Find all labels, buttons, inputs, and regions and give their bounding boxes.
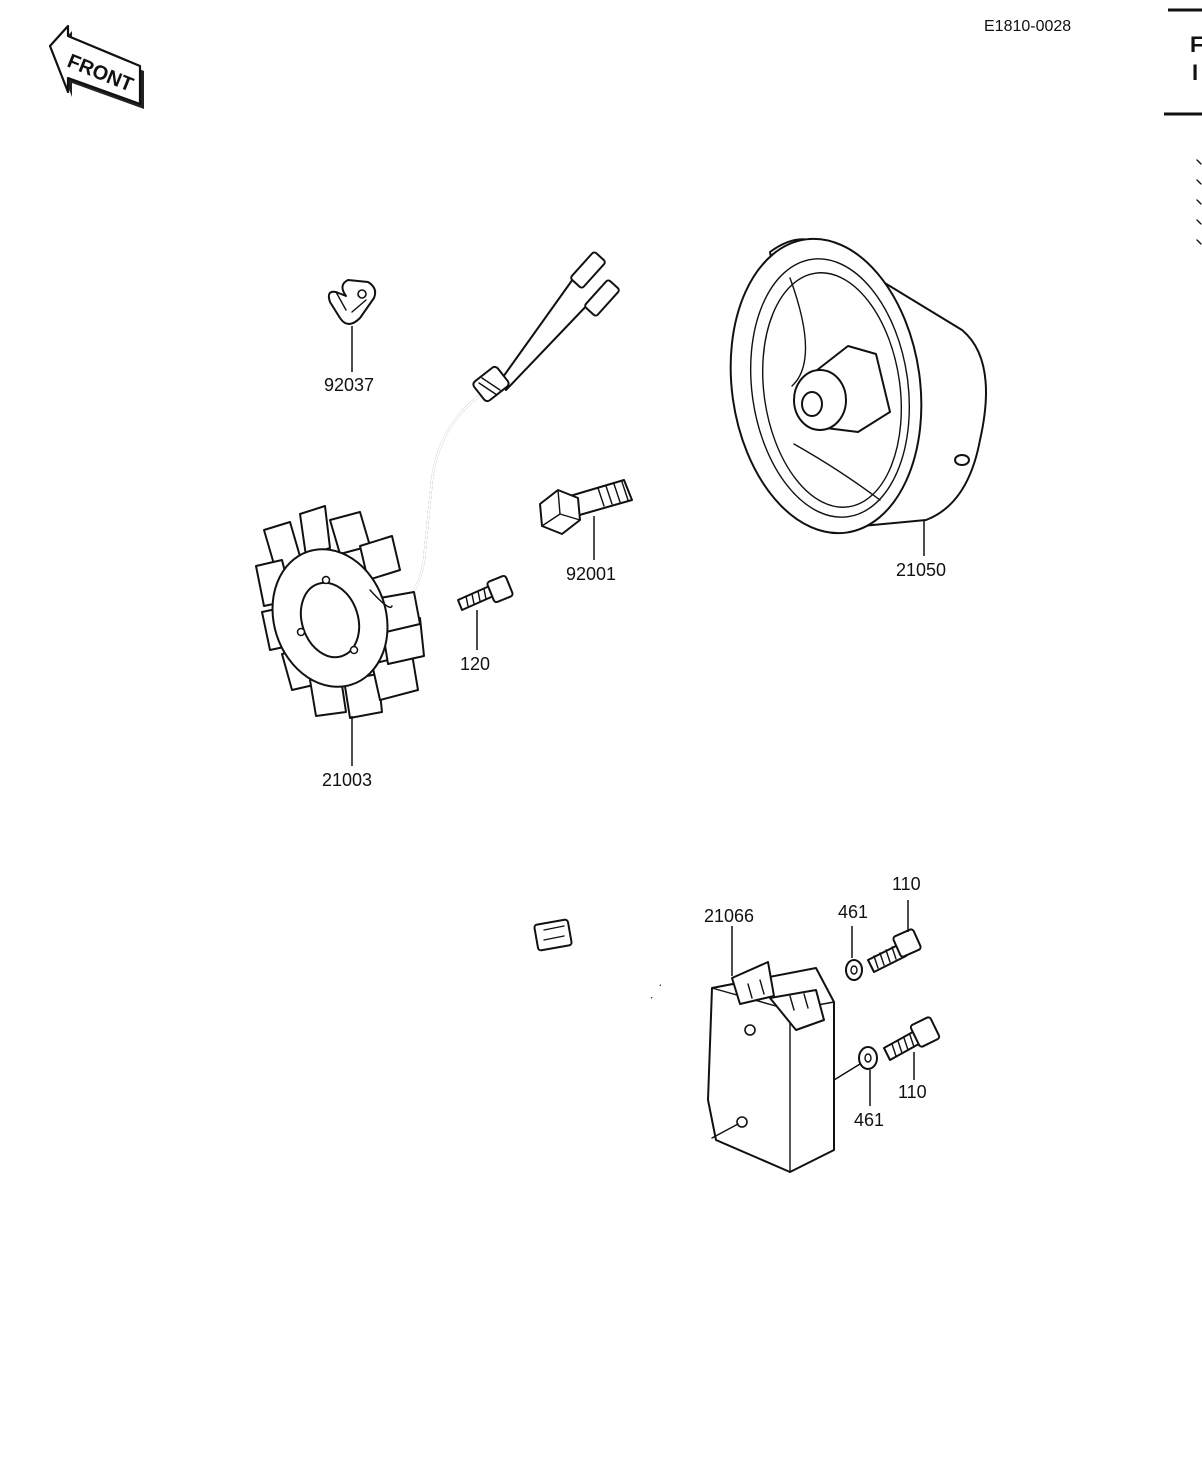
- label-110-lower: 110: [898, 1082, 927, 1102]
- label-21066: 21066: [704, 906, 754, 926]
- regulator-part: [533, 918, 835, 1173]
- stator-wiring: [397, 251, 620, 607]
- label-120: 120: [460, 654, 490, 674]
- label-461-upper: 461: [838, 902, 868, 922]
- label-21003: 21003: [322, 770, 372, 790]
- bolt-lower-part: [883, 1016, 941, 1061]
- label-92037: 92037: [324, 375, 374, 395]
- label-110-upper: 110: [892, 874, 921, 894]
- flywheel-part: [729, 237, 987, 535]
- bolt-upper-part: [867, 928, 922, 973]
- right-edge-marks: F I: [1164, 8, 1202, 245]
- washer-upper-part: [845, 959, 863, 981]
- label-21050: 21050: [896, 560, 946, 580]
- edge-label-2: I: [1192, 60, 1198, 85]
- label-461-lower: 461: [854, 1110, 884, 1130]
- document-code: E1810-0028: [984, 18, 1071, 35]
- clamp-part: [327, 279, 377, 325]
- washer-lower-part: [858, 1046, 878, 1070]
- front-arrow-icon: FRONT: [48, 24, 144, 109]
- label-92001: 92001: [566, 564, 616, 584]
- edge-label-1: F: [1190, 32, 1202, 57]
- stator-part: [255, 505, 425, 719]
- stator-screw-part: [457, 574, 514, 611]
- flywheel-bolt-part: [539, 479, 633, 535]
